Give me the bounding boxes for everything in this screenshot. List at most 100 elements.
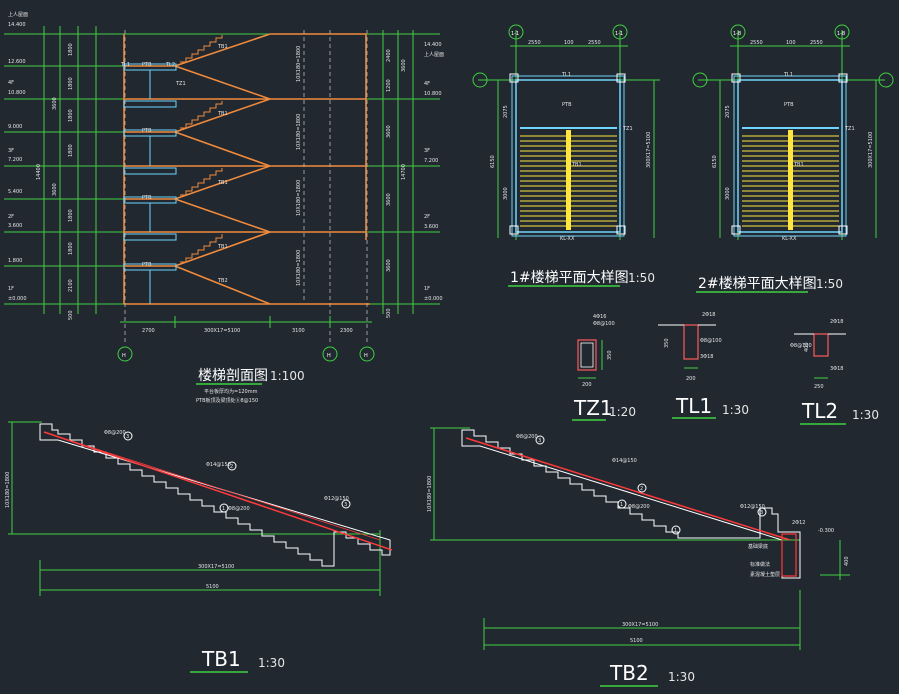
label-ptb-b: PTB bbox=[142, 128, 152, 134]
tz1-rebar-1: 4Φ16 bbox=[593, 314, 606, 320]
level-1800: 1.800 bbox=[8, 258, 22, 264]
tb2-rebar-4: Φ12@150 bbox=[740, 504, 765, 510]
left-dim-5: 1800 bbox=[68, 144, 74, 157]
tl2-dim-w: 250 bbox=[814, 384, 824, 390]
tz1-dim-w: 200 bbox=[582, 382, 592, 388]
plan1-side-dim-1: 2075 bbox=[503, 105, 509, 118]
left-dim-1: 1800 bbox=[68, 43, 74, 56]
level-12600: 12.600 bbox=[8, 59, 26, 65]
left-dim-10: 500 bbox=[68, 310, 74, 320]
tb2-rebar-5: 2Φ12 bbox=[792, 520, 805, 526]
plan2-side-dim-2: 3000 bbox=[725, 187, 731, 200]
left-total-height: 14400 bbox=[36, 164, 42, 180]
tb2-depth-dim: 400 bbox=[844, 556, 850, 566]
left-dim-8: 1800 bbox=[68, 242, 74, 255]
plan1-side-dim-3: 6150 bbox=[490, 155, 496, 168]
axis-label-h3: H bbox=[364, 353, 368, 359]
label-tb1-d: TB1 bbox=[217, 244, 228, 250]
plan1-side-dim-2: 3000 bbox=[503, 187, 509, 200]
tb2-rebar-1: Φ8@200 bbox=[516, 434, 538, 440]
plan1-label-tb1: TB1 bbox=[571, 162, 582, 168]
plan1-axis-left: 1-1 bbox=[511, 31, 519, 37]
tb1-height-dim: 10X180=1800 bbox=[5, 472, 11, 508]
stair-plan-1: 1-1 1-1 bbox=[472, 24, 660, 287]
flight-dim-4: 10X180=1800 bbox=[296, 250, 302, 286]
tl2-dim-h: 400 bbox=[804, 342, 810, 352]
label-ptb-c: PTB bbox=[142, 195, 152, 201]
detail-tb1: 3 2 1 3 Φ8@200 Φ14@150 Φ8@200 Φ12@150 10… bbox=[5, 421, 393, 673]
level-7200: 7.200 bbox=[8, 157, 22, 163]
level-2f: 2F bbox=[8, 214, 14, 220]
plan1-top-dim-2: 100 bbox=[564, 40, 574, 46]
right-level-3f: 3F bbox=[424, 148, 430, 154]
tb2-marker-2: 2 bbox=[640, 486, 643, 492]
label-tl1-a: TL1 bbox=[120, 62, 130, 68]
right-level-roof: 上人屋面 bbox=[424, 51, 444, 58]
section-note-1: 平台板厚均为=120mm bbox=[204, 388, 258, 395]
tb2-note-2: 标准做法 bbox=[750, 561, 770, 568]
tl1-title: TL1 bbox=[675, 394, 712, 418]
plan1-axis-right: 1-1 bbox=[615, 31, 623, 37]
section-note-2: PTB板顶及梁顶处ⓑ8@150 bbox=[196, 397, 258, 404]
right-dim-5: 3600 bbox=[386, 259, 392, 272]
level-roof-label: 上人屋面 bbox=[8, 11, 28, 18]
level-4f: 4F bbox=[8, 80, 14, 86]
left-dim-7: 1800 bbox=[68, 209, 74, 222]
tb2-rebar-2: Φ14@150 bbox=[612, 458, 637, 464]
bottom-dim-4: 2300 bbox=[340, 328, 353, 334]
plan2-axis-right: 1-8 bbox=[837, 31, 845, 37]
level-3f: 3F bbox=[8, 148, 14, 154]
right-dim-4: 3600 bbox=[386, 193, 392, 206]
tb2-height-dim: 10X180=1800 bbox=[427, 476, 433, 512]
flight-dim-3: 10X180=1800 bbox=[296, 180, 302, 216]
plan2-axis-left: 1-8 bbox=[733, 31, 741, 37]
level-10800: 10.800 bbox=[8, 90, 26, 96]
plan2-top-dim-3: 2550 bbox=[810, 40, 823, 46]
label-tz1-a: TZ1 bbox=[175, 81, 186, 87]
tz1-rebar-2: Φ8@100 bbox=[593, 321, 615, 327]
tb1-marker-2: 2 bbox=[230, 464, 233, 470]
right-level-14400: 14.400 bbox=[424, 42, 442, 48]
tb1-marker-3: 1 bbox=[222, 506, 225, 512]
flight-dim-1: 10X180=1800 bbox=[296, 46, 302, 82]
right-level-1f: 1F bbox=[424, 286, 430, 292]
label-tb1-b: TB1 bbox=[217, 111, 228, 117]
left-dim-9: 2100 bbox=[68, 279, 74, 292]
tb1-marker-1: 3 bbox=[126, 434, 129, 440]
right-level-000: ±0.000 bbox=[424, 296, 443, 302]
level-5400: 5.400 bbox=[8, 189, 22, 195]
label-tb2: TB2 bbox=[217, 278, 228, 284]
level-3600: 3.600 bbox=[8, 223, 22, 229]
tz1-scale: 1:20 bbox=[609, 405, 636, 419]
label-tb1-a: TB1 bbox=[217, 44, 228, 50]
right-level-4f: 4F bbox=[424, 81, 430, 87]
tl2-rebar-1: 2Φ18 bbox=[830, 319, 843, 325]
plan2-label-tl1: TL1 bbox=[783, 72, 793, 78]
stair-section-drawing: H H H 上人屋面 14.400 12.600 4F 10.800 9.000… bbox=[4, 11, 444, 404]
plan2-label-kl: KL-XX bbox=[782, 236, 797, 242]
plan1-top-dim-3: 2550 bbox=[588, 40, 601, 46]
plan1-title: 1#楼梯平面大样图 bbox=[510, 270, 629, 286]
tb2-note-3: 素混凝土垫层 bbox=[750, 571, 780, 578]
right-dim-2: 1200 bbox=[386, 79, 392, 92]
tb2-marker-4: 3 bbox=[760, 510, 763, 516]
plan2-side-dim-1: 2075 bbox=[725, 105, 731, 118]
bottom-dim-2: 300X17=5100 bbox=[204, 328, 240, 334]
label-ptb-a: PTB bbox=[142, 62, 152, 68]
stair-plan-2: 1-8 1-8 bbox=[692, 24, 894, 293]
tb1-rebar-2: Φ14@150 bbox=[206, 462, 231, 468]
left-dim-2: 1800 bbox=[68, 77, 74, 90]
tl1-dim-h: 350 bbox=[664, 338, 670, 348]
detail-tl2: 2Φ18 Φ8@100 3Φ18 400 250 TL2 1:30 bbox=[790, 319, 879, 425]
left-dim-3: 3600 bbox=[52, 97, 58, 110]
bottom-dim-3: 3100 bbox=[292, 328, 305, 334]
left-dim-4: 1800 bbox=[68, 109, 74, 122]
tl2-rebar-2: Φ8@100 bbox=[790, 343, 812, 349]
tb2-scale: 1:30 bbox=[668, 670, 695, 684]
tb1-rebar-4: Φ12@150 bbox=[324, 496, 349, 502]
tl2-scale: 1:30 bbox=[852, 408, 879, 422]
right-total: 14700 bbox=[401, 164, 407, 180]
right-level-2f: 2F bbox=[424, 214, 430, 220]
plan2-label-tb1: TB1 bbox=[793, 162, 804, 168]
detail-tz1: 4Φ16 Φ8@100 350 200 TZ1 1:20 bbox=[572, 314, 636, 421]
